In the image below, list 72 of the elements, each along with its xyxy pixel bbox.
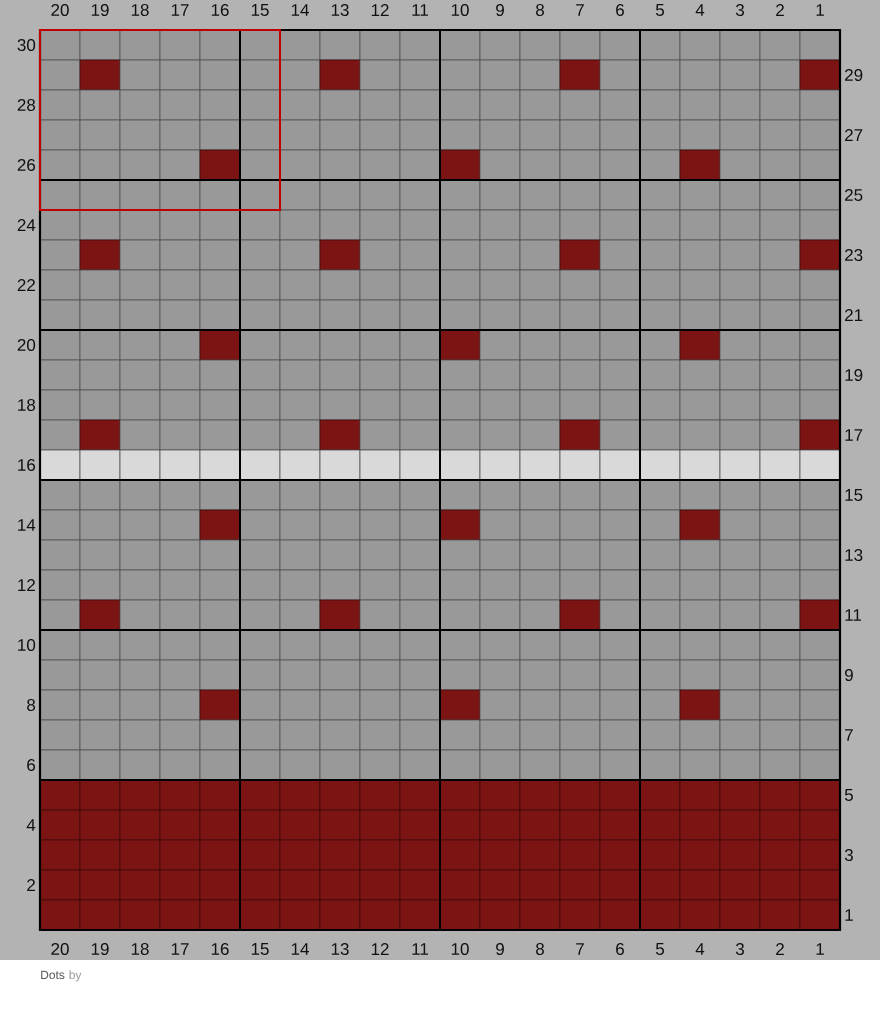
row-number: 17 (845, 429, 863, 441)
column-number: 2 (776, 943, 784, 955)
column-number: 12 (371, 943, 389, 955)
column-number: 9 (496, 4, 504, 17)
column-number: 19 (91, 4, 109, 17)
row-number: 24 (17, 219, 36, 231)
column-number: 17 (171, 943, 189, 955)
column-number: 1 (816, 943, 824, 955)
column-number: 15 (251, 943, 269, 955)
column-number: 6 (616, 943, 624, 956)
row-number: 25 (845, 189, 863, 202)
row-number: 4 (26, 819, 36, 831)
row-number: 5 (844, 789, 853, 801)
row-number: 9 (845, 669, 853, 682)
row-number: 1 (845, 909, 853, 921)
row-number: 3 (844, 849, 853, 862)
column-number: 7 (576, 4, 584, 16)
row-number: 22 (17, 279, 35, 291)
row-number: 16 (18, 459, 36, 472)
row-number: 20 (17, 339, 36, 352)
column-number: 5 (655, 943, 664, 955)
column-number: 9 (496, 943, 504, 956)
row-number: 7 (845, 729, 853, 741)
column-number: 20 (51, 943, 69, 956)
column-number: 17 (171, 4, 189, 16)
chart-title: Dots (41, 970, 65, 980)
row-number: 28 (17, 99, 36, 112)
row-number: 19 (845, 369, 863, 382)
row-number: 18 (18, 399, 36, 412)
column-number: 14 (291, 943, 309, 955)
column-number: 8 (536, 4, 544, 17)
column-number: 18 (131, 4, 149, 17)
row-number: 13 (845, 549, 863, 562)
column-number: 1 (816, 4, 824, 16)
column-number: 4 (695, 943, 705, 955)
column-number: 8 (536, 943, 544, 956)
row-number: 10 (18, 639, 36, 652)
column-number: 7 (576, 943, 584, 955)
row-number: 26 (17, 159, 36, 172)
byline: by (69, 970, 82, 982)
row-number: 2 (27, 879, 35, 891)
column-number: 2 (776, 4, 784, 16)
column-number: 5 (655, 4, 664, 16)
column-number: 14 (291, 4, 309, 16)
row-number: 11 (845, 609, 861, 621)
row-number: 12 (18, 579, 35, 591)
row-number: 8 (27, 699, 36, 712)
column-number: 3 (735, 943, 744, 956)
row-number: 21 (845, 309, 863, 321)
column-number: 11 (412, 943, 428, 955)
row-number: 6 (27, 759, 36, 772)
column-number: 3 (735, 4, 744, 17)
column-number: 13 (331, 943, 349, 956)
column-number: 11 (412, 4, 428, 16)
column-number: 10 (451, 943, 469, 956)
column-number: 16 (211, 943, 229, 956)
row-number: 14 (18, 519, 36, 531)
row-number: 15 (845, 489, 863, 501)
row-number: 27 (845, 129, 863, 141)
column-number: 20 (51, 4, 69, 17)
column-number: 19 (91, 943, 109, 956)
column-number: 6 (616, 4, 624, 17)
column-number: 16 (211, 4, 229, 17)
row-number: 23 (845, 249, 863, 262)
column-number: 15 (251, 4, 269, 16)
row-number: 29 (845, 69, 863, 82)
column-number: 4 (695, 4, 705, 16)
column-number: 13 (331, 4, 349, 17)
row-number: 30 (17, 39, 36, 52)
column-number: 10 (451, 4, 469, 17)
column-number: 18 (131, 943, 149, 956)
column-number: 12 (371, 4, 389, 16)
